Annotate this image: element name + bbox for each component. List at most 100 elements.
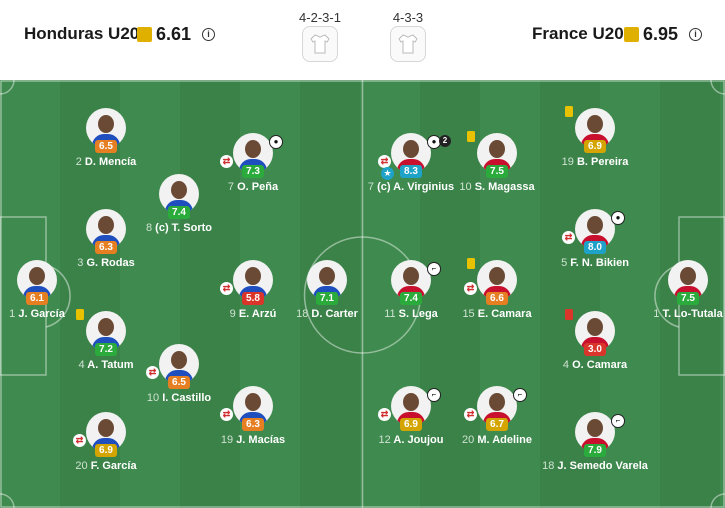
player-number: 12 — [378, 434, 391, 446]
away-player-4[interactable]: 3.0 4 O. Camara — [563, 309, 627, 371]
away-player-20[interactable]: ⇄ ⌐ 6.7 20 M. Adeline — [462, 386, 532, 446]
player-number: 20 — [75, 460, 88, 472]
player-name: M. Adeline — [477, 434, 532, 446]
player-number: 19 — [220, 434, 234, 446]
away-player-19[interactable]: 6.9 19 B. Pereira — [562, 106, 628, 168]
away-team-name[interactable]: France U20 — [532, 24, 624, 43]
player-name: S. Magassa — [474, 181, 535, 193]
yellow-card-icon — [76, 309, 84, 320]
player-number: 3 — [77, 257, 84, 269]
player-rating: 8.3 — [400, 165, 422, 178]
player-number: 20 — [462, 434, 475, 446]
player-name: S. Lega — [398, 308, 438, 320]
home-player-1[interactable]: 6.1 1 J. García — [9, 260, 65, 320]
player-name: O. Camara — [572, 359, 628, 371]
goal-ball-icon: ● — [269, 135, 283, 149]
away-player-1[interactable]: 7.5 1 T. Lo-Tutala — [653, 260, 723, 320]
away-player-15[interactable]: ⇄ 6.6 15 E. Camara — [462, 258, 532, 320]
sub-arrows-icon: ⇄ — [220, 155, 233, 168]
player-rating: 6.5 — [168, 376, 190, 389]
player-number: 1 — [9, 308, 16, 320]
player-rating: 3.0 — [584, 343, 606, 356]
player-rating: 7.1 — [316, 292, 338, 305]
away-player-7[interactable]: ⇄ ★ ● 2 8.3 7 (c) A. Virginius — [368, 133, 454, 193]
star-icon: ★ — [381, 167, 394, 180]
player-number: 7 — [367, 181, 375, 193]
assist-boot-icon: ⌐ — [427, 388, 441, 402]
away-player-11[interactable]: ⌐ 7.4 11 S. Lega — [384, 260, 441, 320]
player-number: 8 — [145, 222, 153, 234]
player-name: A. Joujou — [393, 434, 444, 446]
player-name: J. Semedo Varela — [557, 460, 648, 472]
home-player-2[interactable]: 6.5 2 D. Mencía — [76, 108, 136, 168]
assist-boot-icon: ⌐ — [513, 388, 527, 402]
player-rating: 7.2 — [95, 343, 117, 356]
player-name: F. García — [90, 460, 137, 472]
home-info-icon[interactable]: i — [202, 28, 215, 41]
player-number: 4 — [78, 359, 85, 371]
match-header: Honduras U20 6.61 i 4-2-3-1 4-3-3 France… — [0, 0, 725, 80]
player-number: 10 — [146, 392, 160, 404]
away-player-12[interactable]: ⇄ ⌐ 6.9 12 A. Joujou — [378, 386, 444, 446]
player-number: 4 — [562, 359, 570, 371]
goal-count-badge: 2 — [439, 135, 451, 147]
player-rating: 6.1 — [26, 292, 48, 305]
player-rating: 7.5 — [486, 165, 508, 178]
home-player-8[interactable]: 7.4 8 (c) T. Sorto — [146, 174, 212, 234]
player-name: (c) A. Virginius — [377, 181, 455, 193]
player-number: 9 — [229, 308, 236, 320]
avatar — [86, 209, 126, 249]
player-rating: 7.3 — [242, 165, 264, 178]
pitch-stripe — [180, 80, 240, 508]
player-number: 5 — [561, 257, 568, 269]
home-rating-box-icon — [137, 27, 152, 42]
player-name: G. Rodas — [86, 257, 135, 269]
red-card-icon — [565, 309, 573, 320]
sub-arrows-icon: ⇄ — [562, 231, 575, 244]
home-player-18[interactable]: 7.1 18 D. Carter — [296, 260, 358, 320]
home-player-3[interactable]: 6.3 3 G. Rodas — [77, 209, 135, 269]
away-team-rating: 6.95 — [643, 24, 679, 44]
player-rating: 6.6 — [486, 292, 508, 305]
sub-arrows-icon: ⇄ — [73, 434, 86, 447]
away-player-5[interactable]: ⇄ ● 8.0 5 F. N. Bikien — [561, 209, 629, 269]
away-rating-box-icon — [624, 27, 639, 42]
avatar — [391, 133, 431, 173]
away-player-10[interactable]: 7.5 10 S. Magassa — [459, 131, 535, 193]
home-player-19[interactable]: ⇄ 6.3 19 J. Macías — [220, 386, 285, 446]
sub-arrows-icon: ⇄ — [146, 366, 159, 379]
player-rating: 6.5 — [95, 140, 117, 153]
home-team-name[interactable]: Honduras U20 — [24, 24, 140, 43]
player-name: D. Mencía — [84, 156, 137, 168]
away-info-icon[interactable]: i — [689, 28, 702, 41]
away-player-18[interactable]: ⌐ 7.9 18 J. Semedo Varela — [542, 412, 648, 472]
player-number: 19 — [561, 156, 574, 168]
yellow-card-icon — [467, 131, 475, 142]
sub-arrows-icon: ⇄ — [220, 408, 233, 421]
player-name: A. Tatum — [87, 359, 134, 371]
home-kit-shirt-icon[interactable] — [302, 26, 338, 62]
home-formation: 4-2-3-1 — [299, 10, 341, 25]
home-player-9[interactable]: ⇄ 5.8 9 E. Arzú — [220, 260, 276, 320]
player-rating: 7.4 — [168, 206, 190, 219]
player-name: E. Arzú — [238, 308, 277, 320]
home-player-20[interactable]: ⇄ 6.9 20 F. García — [73, 412, 137, 472]
player-rating: 6.9 — [400, 418, 422, 431]
home-player-7[interactable]: ⇄ ● 7.3 7 O. Peña — [220, 133, 283, 193]
yellow-card-icon — [565, 106, 573, 117]
player-name: I. Castillo — [162, 392, 212, 404]
sub-arrows-icon: ⇄ — [464, 408, 477, 421]
player-name: D. Carter — [311, 308, 358, 320]
home-player-10[interactable]: ⇄ 6.5 10 I. Castillo — [146, 344, 211, 404]
home-player-4[interactable]: 7.2 4 A. Tatum — [76, 309, 134, 371]
player-rating: 7.4 — [400, 292, 422, 305]
home-team-rating: 6.61 — [156, 24, 192, 44]
sub-arrows-icon: ⇄ — [220, 282, 233, 295]
assist-boot-icon: ⌐ — [611, 414, 625, 428]
away-kit-shirt-icon[interactable] — [390, 26, 426, 62]
player-number: 7 — [227, 181, 235, 193]
player-rating: 6.3 — [95, 241, 117, 254]
player-rating: 6.7 — [486, 418, 508, 431]
player-name: (c) T. Sorto — [155, 222, 213, 234]
player-number: 18 — [296, 308, 309, 320]
